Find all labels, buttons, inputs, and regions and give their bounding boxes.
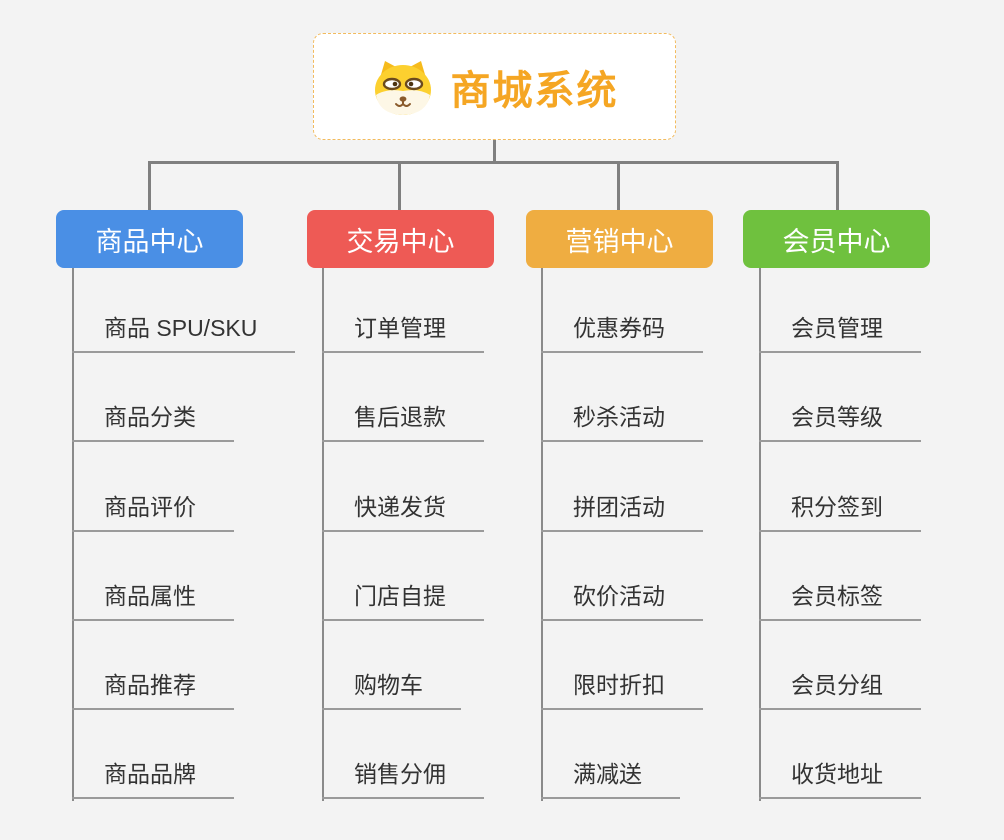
leaf-node[interactable]: 商品推荐 (72, 662, 234, 710)
connector-drop (398, 163, 401, 210)
leaf-node[interactable]: 拼团活动 (541, 484, 703, 532)
leaf-node[interactable]: 门店自提 (322, 573, 484, 621)
branch-trunk-line (72, 268, 74, 801)
branch-trunk-line (322, 268, 324, 801)
leaf-node[interactable]: 会员等级 (759, 394, 921, 442)
branch-node-marketing-center[interactable]: 营销中心 (526, 210, 713, 268)
leaf-node[interactable]: 会员管理 (759, 305, 921, 353)
leaf-node[interactable]: 收货地址 (759, 751, 921, 799)
leaf-node[interactable]: 快递发货 (322, 484, 484, 532)
connector-root-trunk (493, 140, 496, 162)
branch-node-product-center[interactable]: 商品中心 (56, 210, 243, 268)
leaf-node[interactable]: 满减送 (541, 751, 680, 799)
branch-node-member-center[interactable]: 会员中心 (743, 210, 930, 268)
leaf-node[interactable]: 优惠券码 (541, 305, 703, 353)
connector-drop (836, 163, 839, 210)
leaf-node[interactable]: 秒杀活动 (541, 394, 703, 442)
root-title: 商城系统 (450, 68, 619, 113)
connector-drop (148, 163, 151, 210)
root-node[interactable]: 商城系统 (313, 33, 676, 140)
leaf-node[interactable]: 限时折扣 (541, 662, 703, 710)
connector-horizontal-bar (148, 161, 839, 164)
leaf-node[interactable]: 购物车 (322, 662, 461, 710)
leaf-node[interactable]: 会员分组 (759, 662, 921, 710)
leaf-node[interactable]: 商品评价 (72, 484, 234, 532)
branch-node-trade-center[interactable]: 交易中心 (307, 210, 494, 268)
leaf-node[interactable]: 砍价活动 (541, 573, 703, 621)
leaf-node[interactable]: 积分签到 (759, 484, 921, 532)
leaf-node[interactable]: 销售分佣 (322, 751, 484, 799)
leaf-node[interactable]: 商品品牌 (72, 751, 234, 799)
branch-trunk-line (541, 268, 543, 801)
leaf-node[interactable]: 会员标签 (759, 573, 921, 621)
leaf-node[interactable]: 商品属性 (72, 573, 234, 621)
dog-face-icon (374, 60, 431, 115)
leaf-node[interactable]: 商品 SPU/SKU (72, 305, 296, 353)
leaf-node[interactable]: 商品分类 (72, 394, 234, 442)
connector-drop (617, 163, 620, 210)
branch-trunk-line (759, 268, 761, 801)
leaf-node[interactable]: 订单管理 (322, 305, 484, 353)
leaf-node[interactable]: 售后退款 (322, 394, 484, 442)
